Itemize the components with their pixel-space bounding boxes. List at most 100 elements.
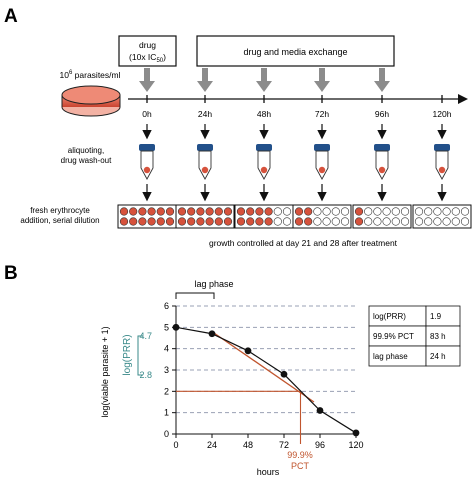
data-point xyxy=(244,347,252,355)
plate-well xyxy=(147,207,156,216)
drug-box xyxy=(118,35,177,67)
plate-well xyxy=(373,207,382,216)
plate-well xyxy=(313,217,322,226)
plate-well xyxy=(282,207,292,216)
tube-pellet xyxy=(143,166,151,174)
dilution-plate xyxy=(352,204,412,229)
plate-well xyxy=(391,207,400,216)
pct-label-line1: 99.9% xyxy=(287,450,313,460)
tube-icon xyxy=(434,144,450,180)
y-tick-label: 6 xyxy=(164,301,169,311)
y-tick-label: 0 xyxy=(164,429,169,439)
plate-well xyxy=(187,207,196,216)
plate-well xyxy=(304,217,313,226)
tube-body xyxy=(315,150,329,180)
plate-well xyxy=(236,217,246,226)
data-point xyxy=(316,407,324,414)
data-point xyxy=(172,323,180,331)
plate-well xyxy=(196,207,205,216)
plate-well xyxy=(273,217,282,226)
plate-well xyxy=(331,207,340,216)
plate-well xyxy=(165,217,175,226)
tube-body xyxy=(198,150,212,180)
log-prr-bracket xyxy=(137,335,143,376)
plate-well xyxy=(129,207,138,216)
plate-well xyxy=(119,207,129,216)
growth-note: growth controlled at day 21 and 28 after… xyxy=(209,238,398,248)
plate-well xyxy=(442,207,451,216)
y-tick-label: 4 xyxy=(164,344,169,354)
plate-well xyxy=(264,207,273,216)
y-tick-label: 5 xyxy=(164,322,169,332)
timepoint-label: 96h xyxy=(375,109,389,119)
plate-well xyxy=(205,217,214,226)
plate-well xyxy=(294,207,304,216)
x-tick-label: 48 xyxy=(243,440,253,450)
drug-addition-arrow xyxy=(256,68,272,92)
plate-well xyxy=(373,217,382,226)
y-tick-label: 2 xyxy=(164,386,169,396)
dilution-label-line1: fresh erythrocyte xyxy=(30,206,90,215)
table-value: 24 h xyxy=(430,352,446,361)
x-tick-label: 0 xyxy=(173,440,178,450)
aliquoting-label-line1: aliquoting, xyxy=(68,146,104,155)
plate-well xyxy=(433,207,442,216)
plate-well xyxy=(187,217,196,226)
dilution-plate xyxy=(117,204,177,229)
drug-addition-arrow xyxy=(139,68,155,92)
plate-well xyxy=(177,207,187,216)
plate-well xyxy=(196,217,205,226)
drug-arrows xyxy=(139,68,390,92)
plate-well xyxy=(382,207,391,216)
plate-well xyxy=(214,207,223,216)
dilution-plate xyxy=(292,204,352,229)
plate-well xyxy=(156,207,165,216)
plate-well xyxy=(340,207,350,216)
plate-well xyxy=(400,217,410,226)
data-point xyxy=(352,429,360,437)
plate-well xyxy=(354,217,364,226)
plate-well xyxy=(223,217,233,226)
plate-well xyxy=(322,207,331,216)
x-tick-label: 24 xyxy=(207,440,217,450)
panel-a-label: A xyxy=(4,6,18,27)
plate-well xyxy=(294,217,304,226)
exchange-box xyxy=(196,35,395,67)
plate-well xyxy=(414,217,424,226)
drug-addition-arrow xyxy=(314,68,330,92)
tube-pellet xyxy=(378,166,386,174)
y-axis-label: log(viable parasite + 1) xyxy=(100,326,110,417)
table-key: lag phase xyxy=(373,352,408,361)
plate-well xyxy=(354,207,364,216)
timepoint-label: 48h xyxy=(257,109,271,119)
plate-well xyxy=(129,217,138,226)
plate-well xyxy=(246,217,255,226)
tube-cap xyxy=(314,144,330,151)
y-annot-bottom: 2.8 xyxy=(139,370,152,380)
plate-well xyxy=(236,207,246,216)
tube-cap xyxy=(434,144,450,151)
aliquoting-label-line2: drug wash-out xyxy=(61,156,112,165)
plate-well xyxy=(138,207,147,216)
plate-well xyxy=(205,207,214,216)
data-series-line xyxy=(175,326,357,434)
plate-well xyxy=(147,217,156,226)
plate-well xyxy=(264,217,273,226)
plate-well xyxy=(364,207,373,216)
drug-box-line1: drug xyxy=(139,40,156,50)
log-prr-label: log(PRR) xyxy=(122,334,133,375)
plate-well xyxy=(223,207,233,216)
exchange-box-label: drug and media exchange xyxy=(243,47,347,57)
plate-well xyxy=(322,217,331,226)
tube-body xyxy=(375,150,389,180)
plate-well xyxy=(156,217,165,226)
plate-well xyxy=(433,217,442,226)
plate-well xyxy=(119,217,129,226)
plate-well xyxy=(451,217,460,226)
plate-well xyxy=(313,207,322,216)
